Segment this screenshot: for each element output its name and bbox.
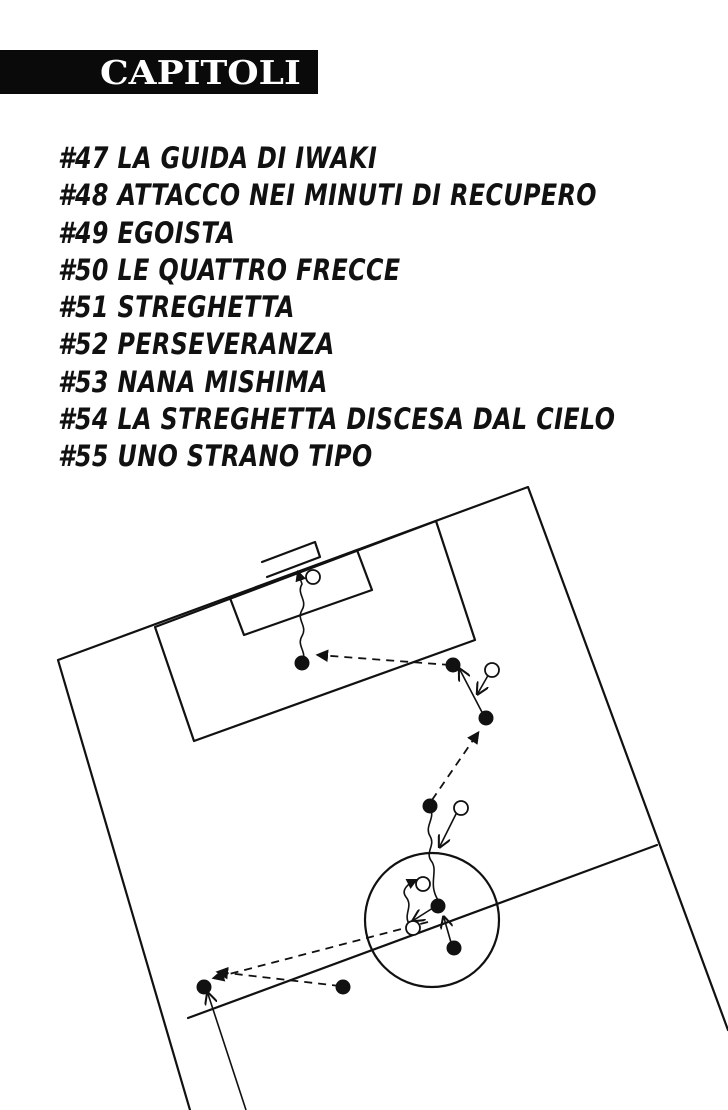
halfway-line (186, 843, 659, 1020)
chapter-item-52: #52 PERSEVERANZA (58, 327, 335, 362)
centre-circle (363, 851, 501, 989)
run-arrow-bottom (208, 994, 247, 1110)
player-attacker (446, 940, 462, 956)
pass-arrow-wing (431, 730, 480, 801)
chapter-item-50: #50 LE QUATTRO FRECCE (58, 252, 401, 287)
chapter-item-51: #51 STREGHETTA (58, 290, 295, 325)
dribble-line-midfield (427, 807, 439, 901)
player-attacker (196, 979, 212, 995)
player-defender (484, 662, 500, 678)
run-arrow-wing (460, 670, 485, 717)
player-defender (405, 920, 421, 936)
pass-arrow-back (215, 966, 341, 987)
player-attacker (294, 655, 310, 671)
player-attacker (445, 657, 461, 673)
dribble-line-shot (295, 569, 307, 663)
pass-arrow-switch (211, 921, 429, 982)
page-title: CAPITOLI (100, 53, 301, 93)
player-defender (453, 800, 469, 816)
chapter-item-47: #47 LA GUIDA DI IWAKI (58, 141, 378, 175)
goal-area (228, 548, 374, 637)
run-arrow-defender-2 (440, 809, 459, 846)
player-attacker (422, 798, 438, 814)
chapter-item-49: #49 EGOISTA (58, 215, 236, 250)
chapter-item-54: #54 LA STREGHETTA DISCESA DAL CIELO (58, 402, 616, 437)
player-attacker (430, 898, 446, 914)
player-defender (415, 876, 431, 892)
chapter-list: #47 LA GUIDA DI IWAKI #48 ATTACCO NEI MI… (58, 140, 728, 476)
player-attacker (335, 979, 351, 995)
player-defender (305, 569, 321, 585)
title-bar (0, 50, 318, 94)
pitch-outline (56, 485, 728, 1110)
chapter-item-55: #55 UNO STRANO TIPO (58, 439, 373, 474)
penalty-area (153, 519, 477, 743)
player-attacker (478, 710, 494, 726)
chapter-item-48: #48 ATTACCO NEI MINUTI DI RECUPERO (58, 178, 597, 213)
dribble-line-centre (403, 878, 419, 926)
goal (260, 540, 322, 579)
chapter-item-53: #53 NANA MISHIMA (58, 364, 328, 399)
